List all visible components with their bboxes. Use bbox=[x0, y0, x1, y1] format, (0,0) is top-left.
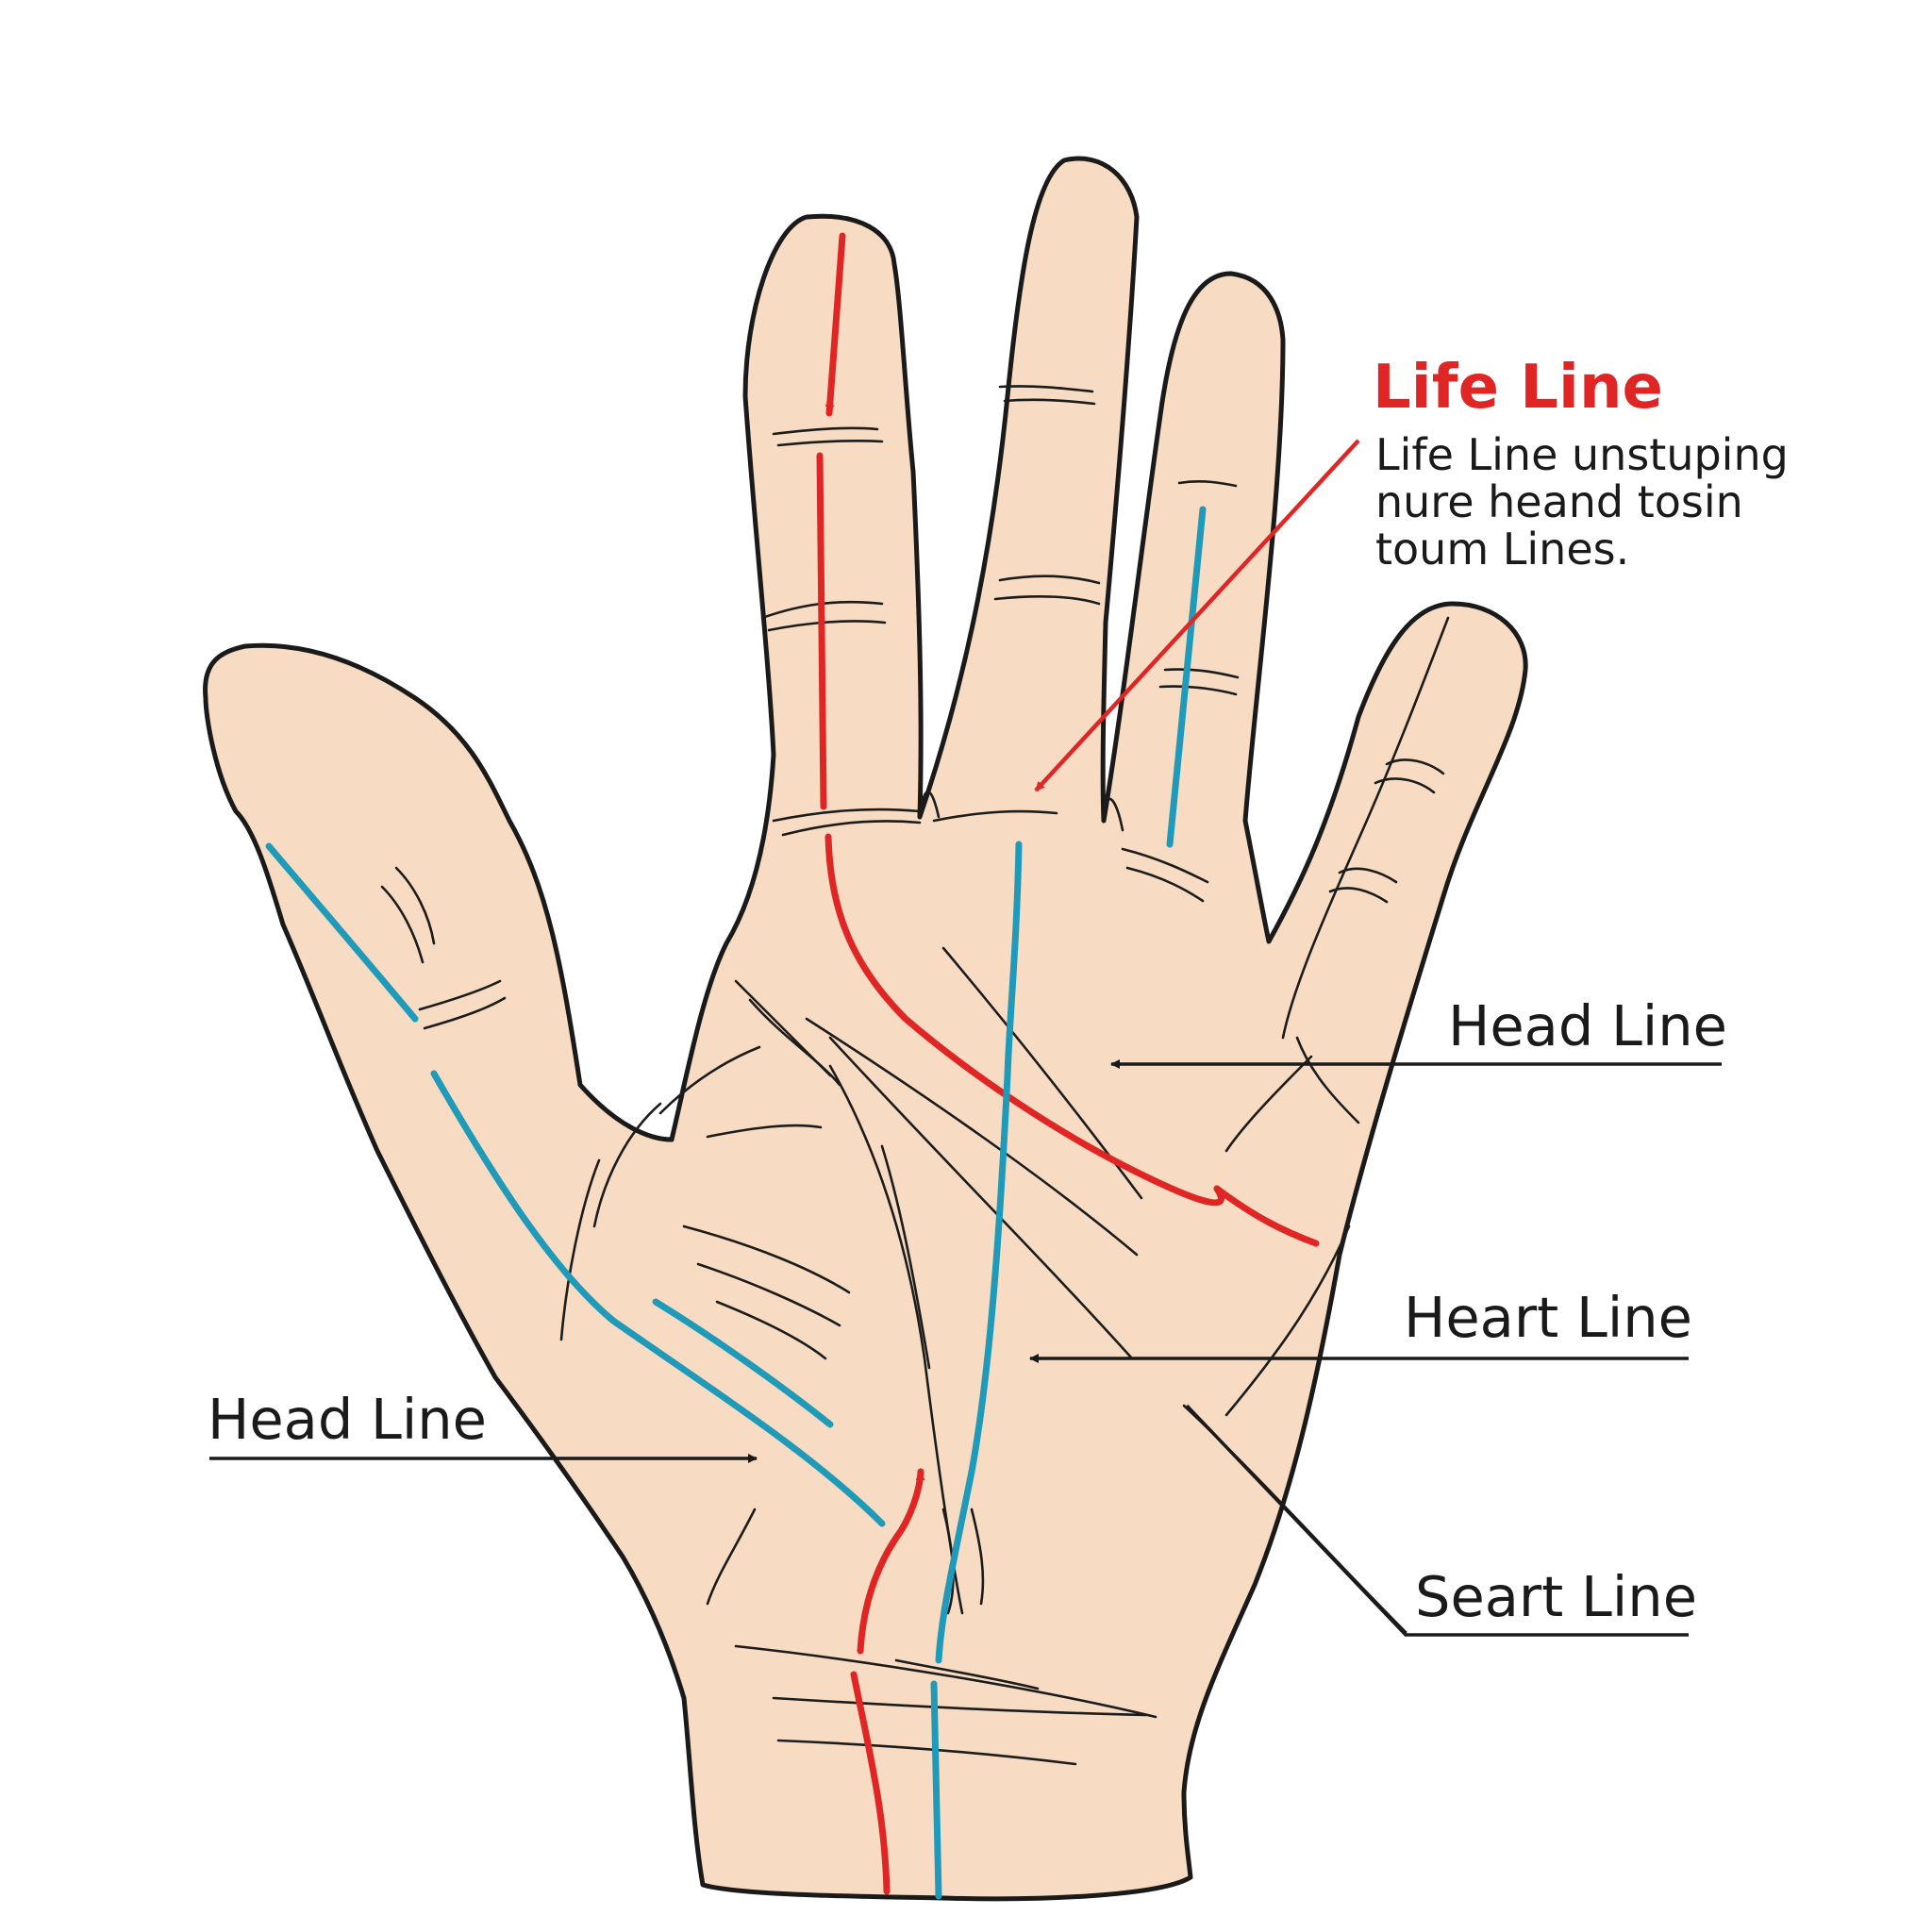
seart-line-label: Seart Line bbox=[1415, 1564, 1697, 1629]
blue-center-line bbox=[935, 841, 1023, 1664]
head-line-left-callout: Head Line bbox=[208, 1387, 758, 1463]
seart-line-callout: Seart Line bbox=[1185, 1404, 1697, 1637]
red-finger-line-upper bbox=[824, 232, 846, 417]
blue-thumb-line-lower bbox=[430, 1070, 886, 1527]
blue-thumb-line-inner bbox=[652, 1298, 834, 1428]
life-line-desc-1: Life Line unstuping bbox=[1375, 429, 1789, 480]
red-wrist-arrow bbox=[857, 1468, 925, 1655]
head-line-right-label: Head Line bbox=[1448, 993, 1727, 1058]
head-line-left-label: Head Line bbox=[208, 1387, 487, 1452]
head-line-right-callout: Head Line bbox=[1110, 993, 1727, 1069]
life-line-callout: Life Line Life Line unstuping nure heand… bbox=[1034, 353, 1789, 792]
blue-thumb-line-upper bbox=[265, 842, 419, 1023]
blue-ring-finger-line bbox=[1166, 506, 1207, 848]
red-finger-line-lower bbox=[816, 452, 827, 810]
red-lines bbox=[816, 232, 1320, 1895]
life-line-desc-2: nure heand tosin bbox=[1375, 476, 1743, 527]
heart-line-callout: Heart Line bbox=[1029, 1285, 1692, 1363]
red-wrist-line bbox=[850, 1671, 891, 1895]
life-line-pointer bbox=[1034, 439, 1360, 792]
hand-outline bbox=[203, 156, 1528, 1902]
life-line-title: Life Line bbox=[1373, 353, 1663, 423]
life-line-desc-3: toum Lines. bbox=[1375, 524, 1629, 575]
heart-line-label: Heart Line bbox=[1404, 1285, 1692, 1350]
seart-line-pointer bbox=[1185, 1404, 1689, 1637]
red-life-line bbox=[824, 833, 1224, 1207]
blue-lines bbox=[265, 506, 1207, 1900]
